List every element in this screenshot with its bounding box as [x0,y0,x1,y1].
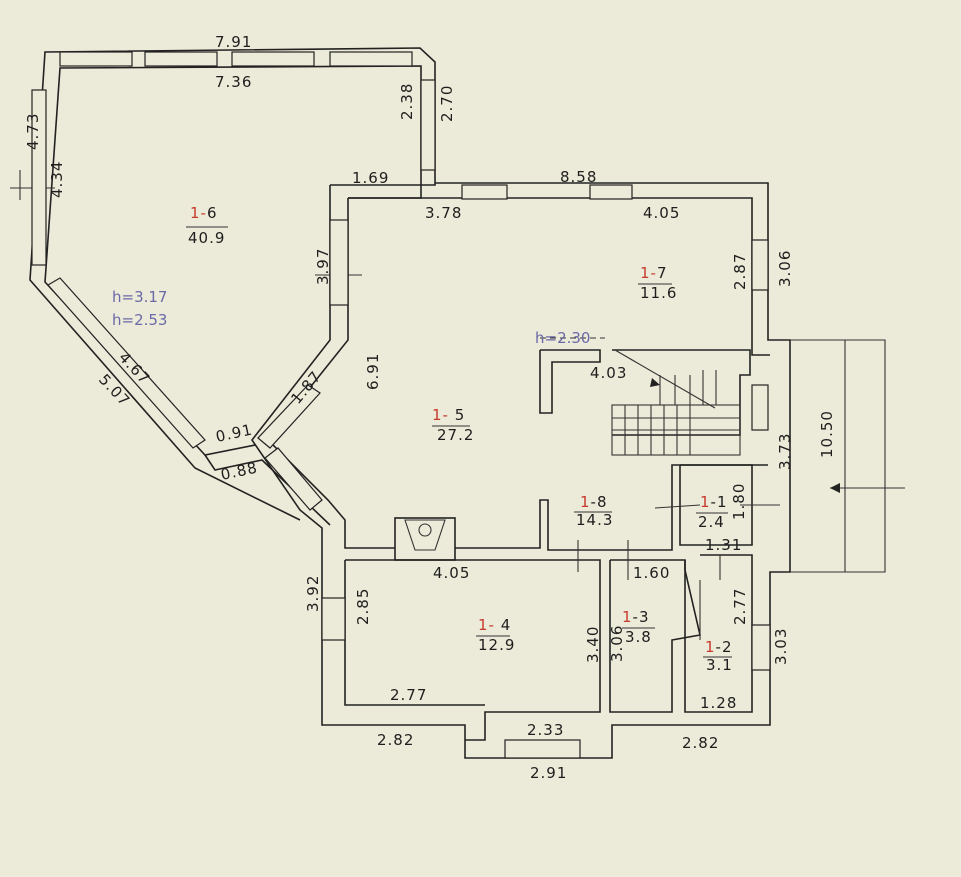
entry-arrow-icon [830,483,840,493]
stair-outline [612,349,751,436]
dim-7-91: 7.91 [215,33,252,51]
room-1-1-area: 2.4 [698,513,725,531]
dim-5-07: 5.07 [95,370,134,410]
room-1-2-area: 3.1 [706,656,733,674]
dim-1-80: 1.80 [730,483,748,520]
dim-3-78: 3.78 [425,204,462,222]
walls [10,47,905,759]
dim-1-69: 1.69 [352,169,389,187]
room-1-5-label: 1- 5 [432,406,465,424]
window-diag-5 [257,384,321,449]
fireplace [394,517,456,561]
window-left-6 [31,89,47,266]
room-1-6-area: 40.9 [188,229,225,247]
stair-arrow-icon [650,378,660,387]
room-1-8-label: 1-8 [580,493,608,511]
dim-3-06: 3.06 [776,250,794,287]
room-labels: 1-6 40.9 1-7 11.6 1- 5 27.2 1-8 14.3 1-1… [186,204,733,674]
room-1-1-wall [679,464,753,546]
dim-2-87: 2.87 [731,253,749,290]
dim-2-91: 2.91 [530,764,567,782]
dim-1-28: 1.28 [700,694,737,712]
dim-4-05b: 4.05 [433,564,470,582]
room-1-6-label: 1-6 [190,204,218,222]
window-right-7 [751,239,769,291]
room-1-7-label: 1-7 [640,264,668,282]
dim-10-50: 10.50 [818,410,836,458]
window-top-b [589,184,633,200]
dim-3-40: 3.40 [584,626,602,663]
room-1-1-label: 1-1 [700,493,728,511]
room-1-3-label: 1-3 [622,608,650,626]
room-1-4-wall [345,559,601,741]
window-right-6 [420,79,436,171]
window-top-3 [231,51,315,67]
dim-1-60: 1.60 [633,564,670,582]
dim-3-97: 3.97 [314,248,332,285]
window-left-4 [321,597,346,641]
room-1-7-area: 11.6 [640,284,677,302]
dim-3-03: 3.03 [772,628,790,665]
room-1-5-area: 27.2 [437,426,474,444]
window-diag-6 [47,277,206,449]
porch-outline [790,339,886,573]
window-top-4 [329,51,413,67]
window-bottom-4 [504,739,581,759]
fireplace-inner [404,519,446,551]
lower-divider-wall [455,464,768,551]
height-note-3: h=2.30 [535,329,590,347]
dim-2-77: 2.77 [731,588,749,625]
room-1-8-area: 14.3 [576,511,613,529]
dim-2-33: 2.33 [527,721,564,739]
stair-direction-line [614,349,716,409]
dim-3-92: 3.92 [304,575,322,612]
room-1-4-area: 12.9 [478,636,515,654]
height-note-1: h=3.17 [112,288,167,306]
dim-7-36: 7.36 [215,73,252,91]
dim-2-70: 2.70 [438,85,456,122]
window-right-2 [751,624,771,671]
stair-wall [539,349,601,414]
dim-4-73: 4.73 [24,113,42,150]
room-1-3-area: 3.8 [625,628,652,646]
dim-4-03: 4.03 [590,364,627,382]
window-top-1 [59,51,133,67]
room-1-2-wall [684,554,753,713]
dim-4-34: 4.34 [48,161,66,198]
room-1-6-inner-wall [44,65,422,456]
height-note-2: h=2.53 [112,311,167,329]
dim-0-91: 0.91 [214,421,254,446]
dim-4-05: 4.05 [643,204,680,222]
window-top-a [461,184,508,200]
window-diag-5b [264,447,323,511]
dim-3-06b: 3.06 [608,625,626,662]
dim-2-38: 2.38 [398,83,416,120]
room-1-4-label: 1- 4 [478,616,511,634]
dim-2-82b: 2.82 [682,734,719,752]
room-1-2-label: 1-2 [705,638,733,656]
stair-treads [612,370,740,455]
window-left-5 [329,219,349,306]
fireplace-icon [418,523,432,537]
dim-0-88: 0.88 [219,459,259,484]
main-outer-wall [251,182,791,759]
dim-6-91: 6.91 [364,353,382,390]
dim-2-77b: 2.77 [390,686,427,704]
dim-3-73: 3.73 [776,433,794,470]
dim-8-58: 8.58 [560,168,597,186]
dim-2-82: 2.82 [377,731,414,749]
window-top-2 [144,51,218,67]
dim-2-85: 2.85 [354,588,372,625]
window-right-stair [751,384,769,431]
hall-inner-left [266,198,395,549]
door-1-1 [654,504,701,509]
windows [31,51,771,759]
dim-1-31: 1.31 [705,536,742,554]
